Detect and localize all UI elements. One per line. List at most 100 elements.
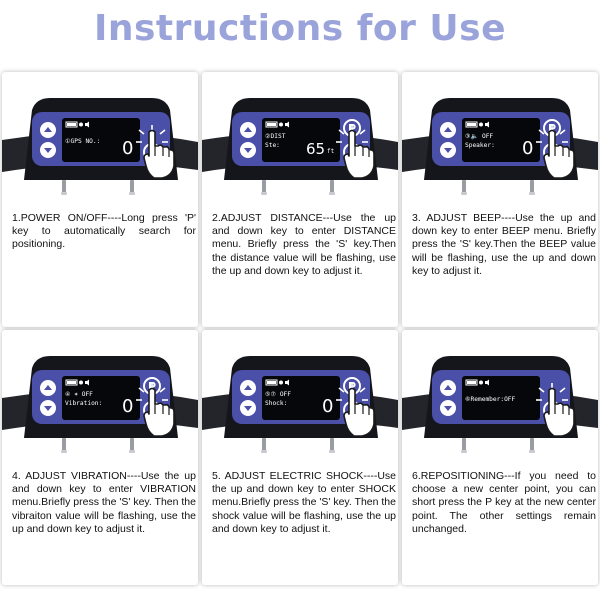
pointing-hand-icon: [136, 125, 175, 179]
pointing-hand-icon: [336, 125, 375, 179]
chevron-down-icon: [444, 148, 452, 153]
battery-level-icon: [67, 381, 76, 384]
contact-prong: [262, 438, 266, 452]
instruction-text: 5. ADJUST ELECTRIC SHOCK----Use the up a…: [212, 470, 396, 535]
battery-level-icon: [267, 381, 276, 384]
battery-icon: [65, 379, 78, 386]
lcd-screen: [62, 118, 140, 162]
lcd-setting-label: Ste:: [265, 142, 280, 149]
speaker-icon: [285, 379, 289, 386]
gps-icon: [279, 122, 283, 127]
battery-icon: [465, 379, 478, 386]
chevron-down-icon: [44, 148, 52, 153]
chevron-up-icon: [44, 385, 52, 390]
chevron-up-icon: [244, 127, 252, 132]
speaker-icon: [85, 379, 89, 386]
lcd-value: 65: [306, 140, 325, 158]
chevron-down-icon: [244, 148, 252, 153]
collar-device-illustration: ⑥Remember:OFF: [402, 356, 598, 453]
speaker-icon: [285, 121, 289, 128]
contact-prong: [130, 180, 134, 194]
lcd-menu-label: ①GPS NO.:: [65, 138, 100, 145]
contact-prong: [530, 438, 534, 452]
lcd-unit: ft: [327, 148, 335, 155]
page-title: Instructions for Use: [93, 8, 506, 49]
contact-prong-tip: [61, 192, 67, 195]
battery-icon: [465, 121, 478, 128]
contact-prong-tip: [461, 450, 467, 453]
instruction-text: 6.REPOSITIONING---If you need to choose …: [412, 470, 596, 535]
contact-prong-tip: [529, 450, 535, 453]
gps-icon: [479, 380, 483, 385]
speaker-icon: [85, 121, 89, 128]
lcd-setting-label: Speaker:: [465, 142, 495, 149]
contact-prong: [262, 180, 266, 194]
pointing-hand-icon: [136, 383, 175, 437]
contact-prong: [130, 438, 134, 452]
lcd-menu-label: ⑥Remember:OFF: [465, 396, 516, 403]
contact-prong-tip: [329, 192, 335, 195]
lcd-screen: [262, 376, 340, 420]
contact-prong-tip: [461, 192, 467, 195]
lcd-menu-label: ③🔈 OFF: [465, 133, 493, 140]
battery-level-icon: [467, 123, 476, 126]
battery-level-icon: [67, 123, 76, 126]
contact-prong-tip: [261, 450, 267, 453]
contact-prong: [462, 438, 466, 452]
chevron-down-icon: [444, 406, 452, 411]
lcd-value: 0: [122, 138, 133, 159]
contact-prong: [330, 438, 334, 452]
contact-prong: [530, 180, 534, 194]
battery-icon: [265, 379, 278, 386]
contact-prong-tip: [129, 192, 135, 195]
chevron-down-icon: [44, 406, 52, 411]
pointing-hand-icon: [336, 383, 375, 437]
battery-level-icon: [467, 381, 476, 384]
lcd-screen: [462, 118, 540, 162]
contact-prong-tip: [61, 450, 67, 453]
instruction-text: 1.POWER ON/OFF----Long press 'P' key to …: [12, 212, 196, 251]
lcd-menu-label: ④ ✶ OFF: [65, 391, 93, 398]
battery-level-icon: [267, 123, 276, 126]
collar-device-illustration: ①GPS NO.: 0: [2, 98, 198, 195]
lcd-setting-label: Shock:: [265, 400, 287, 407]
lcd-screen: [262, 118, 340, 162]
pointing-hand-icon: [536, 125, 575, 179]
instruction-text: 2.ADJUST DISTANCE---Use the up and down …: [212, 212, 396, 277]
battery-icon: [265, 121, 278, 128]
speaker-icon: [485, 379, 489, 386]
contact-prong: [62, 438, 66, 452]
chevron-up-icon: [244, 385, 252, 390]
contact-prong-tip: [529, 192, 535, 195]
battery-icon: [65, 121, 78, 128]
instruction-panel-1: ①GPS NO.: 0 1.POWER ON/OFF----Long press '…: [2, 72, 198, 327]
chevron-up-icon: [444, 385, 452, 390]
lcd-menu-label: ②DIST: [265, 133, 286, 140]
contact-prong: [62, 180, 66, 194]
chevron-up-icon: [44, 127, 52, 132]
lcd-screen: [62, 376, 140, 420]
contact-prong: [462, 180, 466, 194]
chevron-down-icon: [244, 406, 252, 411]
speaker-icon: [485, 121, 489, 128]
gps-icon: [79, 122, 83, 127]
lcd-screen: [462, 376, 540, 420]
lcd-value: 0: [322, 396, 333, 417]
contact-prong-tip: [129, 450, 135, 453]
gps-icon: [479, 122, 483, 127]
lcd-value: 0: [522, 138, 533, 159]
instruction-text: 3. ADJUST BEEP----Use the up and down ke…: [412, 212, 596, 277]
gps-icon: [279, 380, 283, 385]
contact-prong-tip: [329, 450, 335, 453]
lcd-menu-label: ⑤⑦ OFF: [265, 391, 291, 398]
pointing-hand-icon: [536, 383, 575, 437]
chevron-up-icon: [444, 127, 452, 132]
contact-prong-tip: [261, 192, 267, 195]
